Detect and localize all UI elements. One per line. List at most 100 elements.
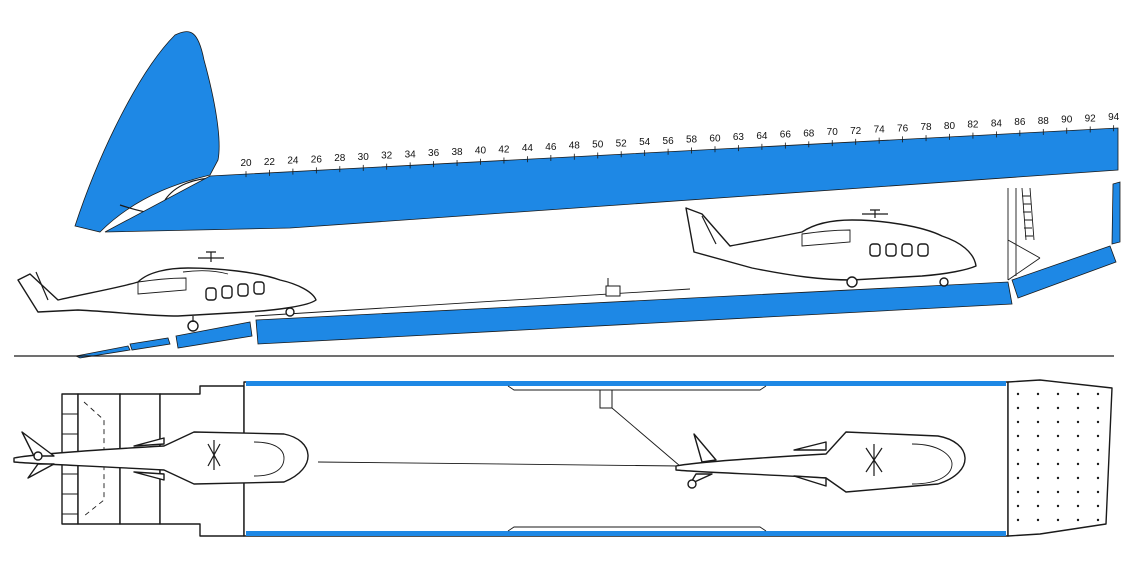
tiedown-point — [1096, 420, 1100, 424]
frame-number-label: 28 — [334, 153, 346, 164]
tiedown-point — [1016, 504, 1020, 508]
upper-fuselage — [104, 127, 1119, 233]
tiedown-point — [1076, 434, 1080, 438]
loading-ramp-3 — [74, 345, 131, 359]
frame-number-label: 90 — [1061, 115, 1073, 126]
frame-number-label: 60 — [709, 133, 721, 144]
tiedown-point — [1056, 420, 1060, 424]
tiedown-point — [1036, 490, 1040, 494]
frame-number-label: 48 — [569, 141, 581, 152]
helicopter-entering-side — [17, 251, 317, 332]
frame-number-label: 74 — [874, 125, 886, 136]
helicopter-stowed-side — [685, 207, 977, 288]
tiedown-point — [1036, 406, 1040, 410]
nose-section-plan — [1007, 379, 1113, 537]
tiedown-point — [1016, 462, 1020, 466]
tiedown-point — [1076, 392, 1080, 396]
frame-number-label: 56 — [663, 136, 675, 147]
frame-number-label: 54 — [639, 137, 651, 148]
frame-number-label: 78 — [920, 122, 932, 133]
frame-number-label: 94 — [1108, 112, 1120, 123]
frame-number-label: 86 — [1014, 117, 1026, 128]
loading-ramp-2 — [129, 337, 171, 351]
frame-number-label: 80 — [944, 121, 956, 132]
tiedown-point — [1036, 518, 1040, 522]
tiedown-point — [1056, 406, 1060, 410]
frame-number-label: 50 — [592, 140, 604, 151]
frame-number-label: 32 — [381, 151, 393, 162]
tiedown-point — [1096, 518, 1100, 522]
tiedown-point — [1036, 420, 1040, 424]
frame-number-label: 72 — [850, 126, 862, 137]
tiedown-point — [1096, 406, 1100, 410]
door-ladder — [1021, 187, 1035, 241]
frame-ticks — [245, 125, 1115, 178]
hold-wall-left — [246, 381, 1006, 386]
hold-wall-right — [246, 531, 1006, 536]
frame-number-label: 76 — [897, 123, 909, 134]
floor-tiedown-points — [1016, 392, 1100, 522]
frame-number-label: 68 — [803, 128, 815, 139]
frame-number-label: 26 — [311, 154, 323, 165]
frame-number-label: 70 — [827, 127, 839, 138]
frame-number-label: 52 — [616, 138, 628, 149]
tiedown-point — [1056, 476, 1060, 480]
tail-fin — [74, 31, 220, 233]
frame-number-label: 84 — [991, 118, 1003, 129]
frame-number-label: 92 — [1085, 113, 1097, 124]
top-view — [13, 379, 1113, 537]
tiedown-point — [1076, 476, 1080, 480]
frame-number-label: 58 — [686, 135, 698, 146]
winch — [605, 278, 621, 297]
tiedown-point — [1076, 462, 1080, 466]
tiedown-point — [1036, 434, 1040, 438]
helicopter-stowed-top — [675, 431, 966, 493]
tiedown-point — [1096, 462, 1100, 466]
frame-number-label: 38 — [451, 147, 463, 158]
tiedown-point — [1016, 476, 1020, 480]
frame-number-label: 20 — [240, 158, 252, 169]
frame-number-label: 40 — [475, 146, 487, 157]
helicopter-entering-top — [13, 431, 309, 485]
tiedown-point — [1096, 392, 1100, 396]
tiedown-point — [1036, 504, 1040, 508]
tiedown-point — [1036, 462, 1040, 466]
door-frame — [1007, 188, 1041, 281]
frame-number-label: 63 — [733, 132, 745, 143]
frame-number-label: 36 — [428, 148, 440, 159]
tiedown-point — [1076, 420, 1080, 424]
tiedown-point — [1016, 448, 1020, 452]
tiedown-point — [1096, 448, 1100, 452]
frame-number-label: 66 — [780, 130, 792, 141]
tiedown-point — [1036, 476, 1040, 480]
tiedown-point — [1056, 518, 1060, 522]
tiedown-point — [1056, 490, 1060, 494]
tiedown-point — [1056, 504, 1060, 508]
tiedown-point — [1096, 434, 1100, 438]
frame-number-label: 82 — [967, 120, 979, 131]
tiedown-point — [1036, 448, 1040, 452]
tiedown-point — [1076, 504, 1080, 508]
tiedown-point — [1016, 406, 1020, 410]
tiedown-point — [1076, 518, 1080, 522]
tiedown-point — [1096, 490, 1100, 494]
tiedown-point — [1056, 392, 1060, 396]
tiedown-point — [1076, 448, 1080, 452]
tiedown-point — [1016, 392, 1020, 396]
winch-plan — [599, 389, 613, 409]
tiedown-point — [1016, 490, 1020, 494]
cargo-floor — [255, 281, 1013, 345]
frame-number-label: 22 — [264, 157, 276, 168]
tiedown-point — [1056, 448, 1060, 452]
frame-number-label: 42 — [498, 144, 510, 155]
tiedown-point — [1036, 392, 1040, 396]
winch-cable — [317, 407, 681, 467]
tiedown-point — [1016, 518, 1020, 522]
loading-ramp-1 — [175, 321, 253, 349]
frame-number-label: 34 — [405, 149, 417, 160]
frame-number-label: 46 — [545, 142, 557, 153]
tiedown-point — [1016, 420, 1020, 424]
